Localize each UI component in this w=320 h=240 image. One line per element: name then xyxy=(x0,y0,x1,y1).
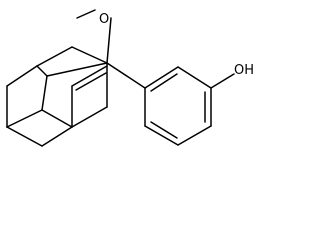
cage-bond xyxy=(6,109,43,128)
cage-double-bond xyxy=(75,72,107,91)
hydroxyl-group: OH xyxy=(210,63,254,89)
methyl-bond xyxy=(76,9,96,19)
cage-bond xyxy=(36,46,73,67)
methoxy-oxygen-label: O xyxy=(99,12,109,27)
cage-bond xyxy=(41,75,48,111)
cage-bond xyxy=(36,65,48,77)
aryl-linker-bond xyxy=(106,62,146,89)
ring-inner-double-bond xyxy=(150,121,178,139)
cage-bond xyxy=(71,106,108,128)
hydroxyl-label: OH xyxy=(234,63,254,78)
cage-ring xyxy=(6,46,108,147)
methoxy-o-bond xyxy=(106,17,112,64)
methoxy-group: O xyxy=(76,9,112,64)
ring-inner-double-bond xyxy=(150,73,178,92)
cage-bond xyxy=(41,109,73,128)
ring-bond xyxy=(177,66,212,89)
cage-bond xyxy=(71,65,108,87)
ring-bond xyxy=(177,125,212,146)
cage-bond xyxy=(46,62,108,77)
cage-bond xyxy=(6,126,43,147)
cage-bond xyxy=(41,126,73,147)
ring-bond xyxy=(144,125,179,146)
cage-bond xyxy=(6,65,38,87)
cage-bond xyxy=(71,46,108,64)
phenol-ring xyxy=(144,66,212,146)
ring-bond xyxy=(144,66,179,89)
hydroxyl-bond xyxy=(210,73,235,89)
molecule-structure: O OH xyxy=(6,9,254,147)
